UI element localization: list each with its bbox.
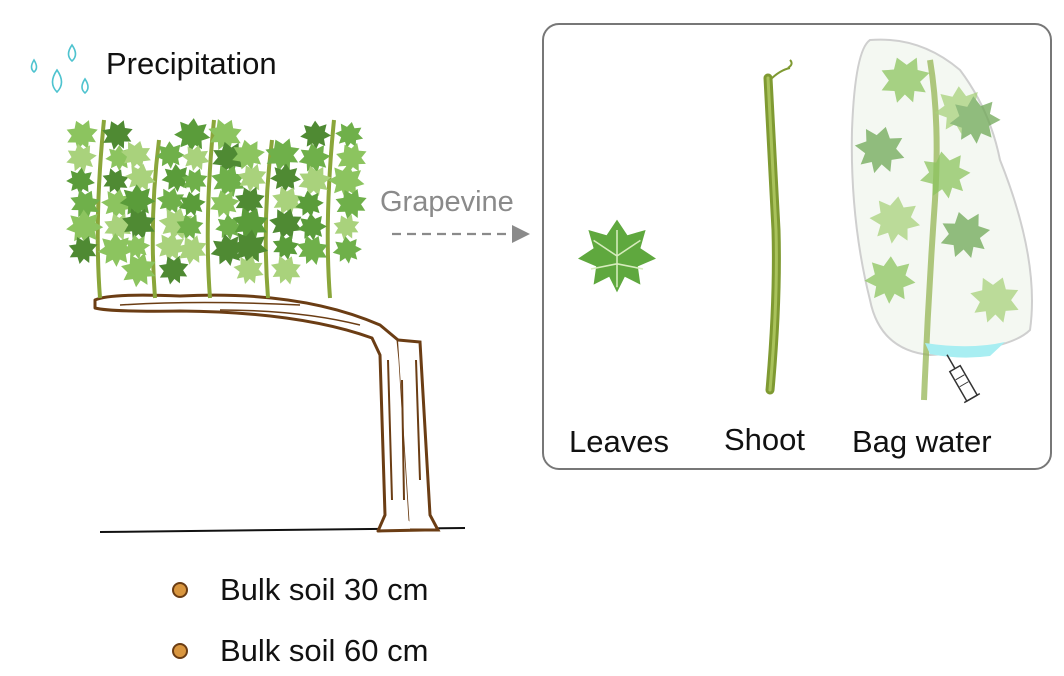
water-drops-icon [30, 43, 89, 95]
precipitation-label: Precipitation [106, 46, 277, 81]
shoot-label: Shoot [724, 422, 806, 457]
soil-60-marker [172, 643, 188, 659]
grapevine-canopy [60, 112, 374, 299]
bag-water-sample [849, 38, 1033, 404]
sample-box [542, 23, 1052, 470]
soil-30-marker [172, 582, 188, 598]
shoot-sample [763, 59, 793, 395]
grapevine-arrow [392, 225, 530, 243]
leaves-label: Leaves [569, 424, 669, 459]
bag-water-label: Bag water [852, 424, 992, 459]
grapevine-label: Grapevine [380, 186, 514, 218]
soil-30-label: Bulk soil 30 cm [220, 572, 429, 607]
leaf-sample [578, 219, 656, 293]
soil-60-label: Bulk soil 60 cm [220, 633, 429, 668]
grapevine-trunk [93, 293, 441, 533]
syringe-icon [946, 354, 981, 404]
